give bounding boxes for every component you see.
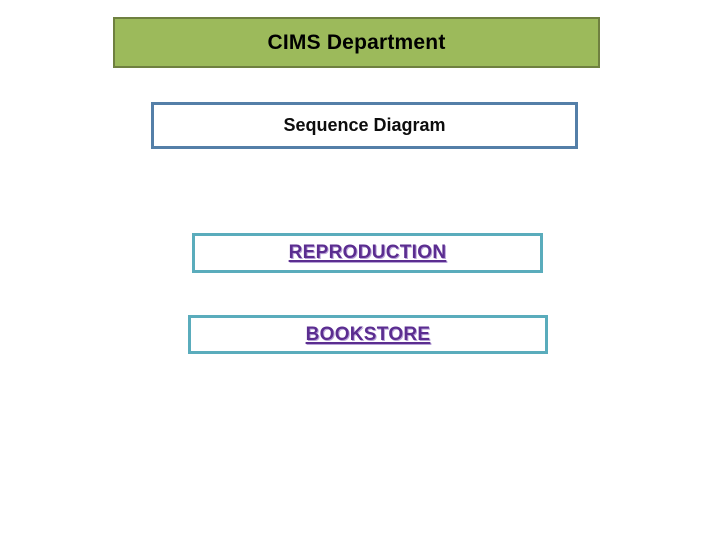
department-title: CIMS Department xyxy=(267,30,446,54)
department-banner: CIMS Department xyxy=(113,17,600,68)
actor-box-bookstore: BOOKSTORE xyxy=(188,315,548,354)
actor-box-reproduction: REPRODUCTION xyxy=(192,233,543,273)
actor-label-reproduction: REPRODUCTION xyxy=(288,242,447,263)
diagram-type-box: Sequence Diagram xyxy=(151,102,578,149)
actor-label-bookstore: BOOKSTORE xyxy=(305,323,431,345)
diagram-type-label: Sequence Diagram xyxy=(283,115,446,135)
